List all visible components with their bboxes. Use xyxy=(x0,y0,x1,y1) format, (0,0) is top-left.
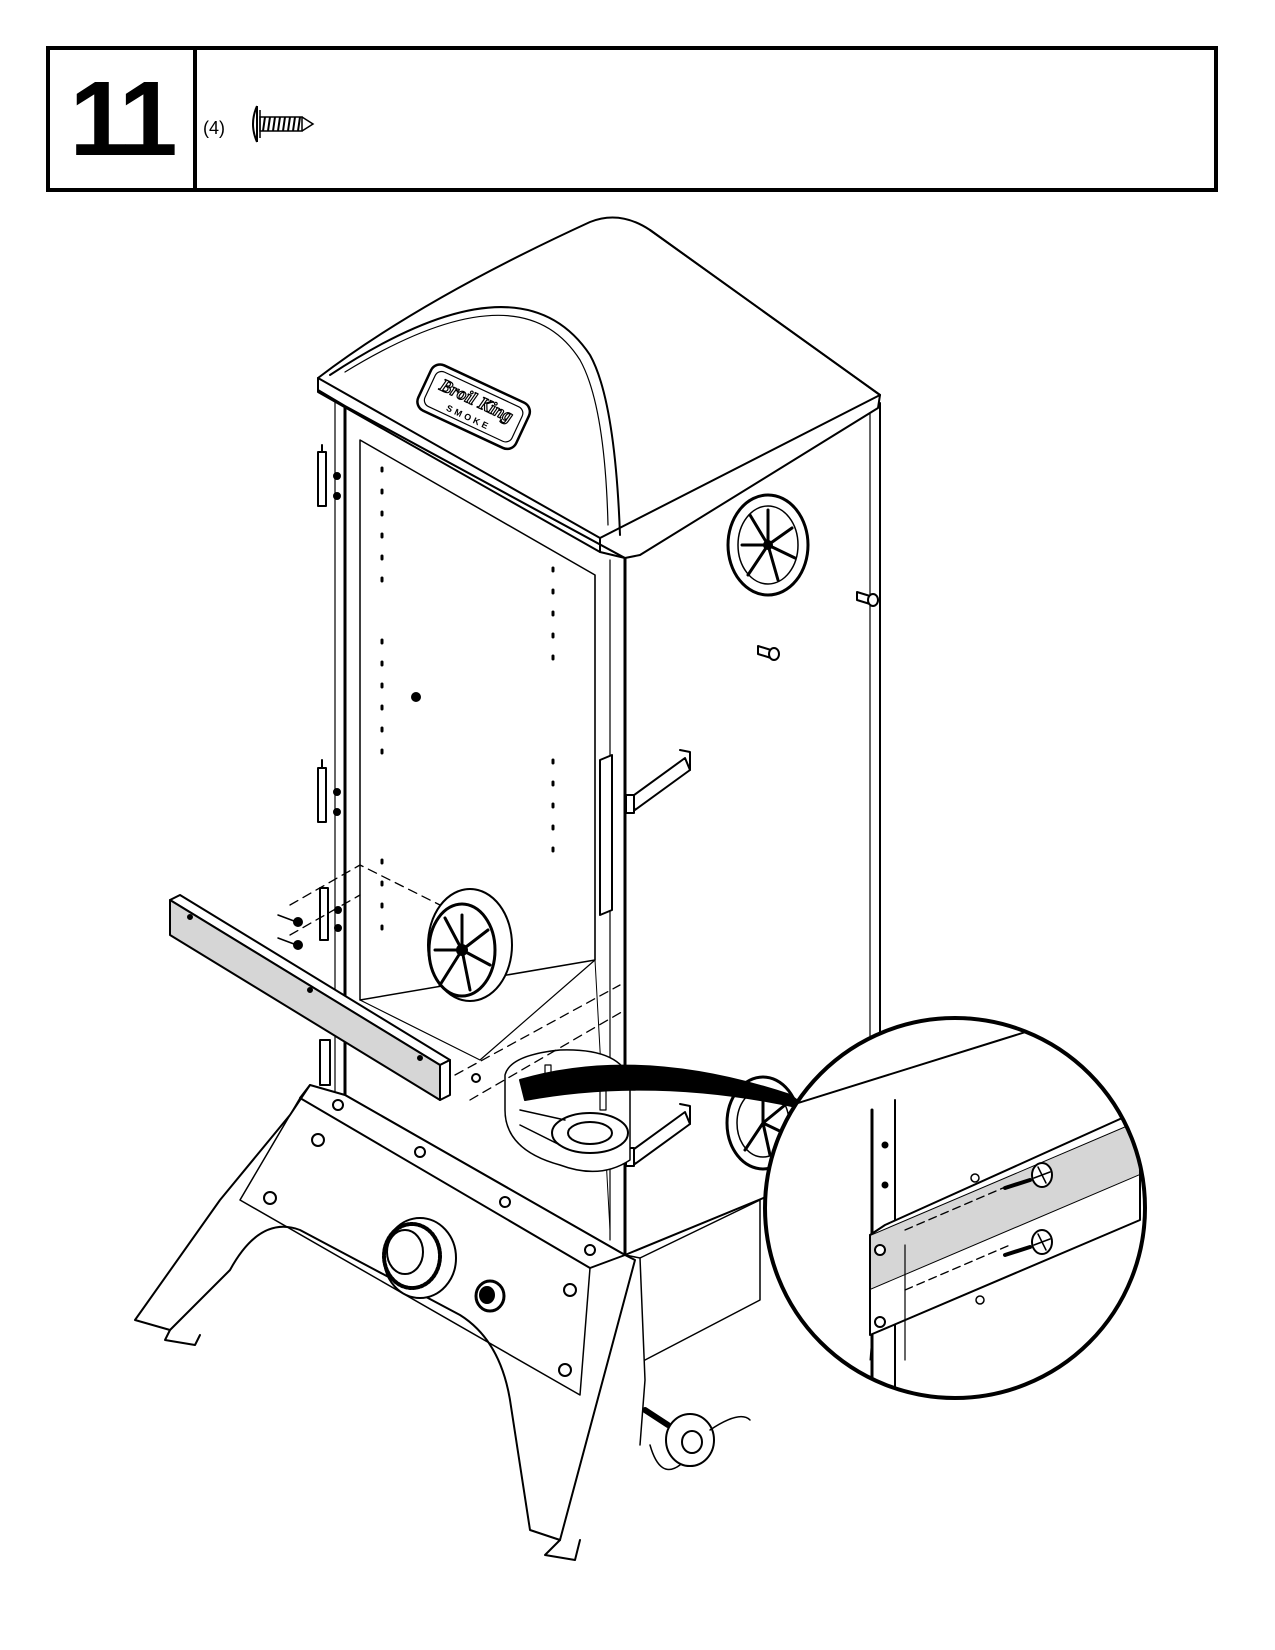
interior-bottom-vent xyxy=(427,888,513,1002)
smoker-lid xyxy=(317,216,881,559)
step-number-box: 11 xyxy=(50,50,197,188)
magnified-detail-view xyxy=(763,1016,1147,1400)
magnified-screw xyxy=(1003,1229,1053,1257)
upper-side-vent xyxy=(726,493,810,597)
screw-alignment-guides xyxy=(289,864,626,1101)
smoker-base xyxy=(134,1084,761,1561)
door-hinge xyxy=(319,1039,331,1086)
step-number: 11 xyxy=(69,60,177,178)
part-quantity: (4) xyxy=(203,118,225,138)
floor-screw-hole xyxy=(471,1073,481,1083)
self-tapping-screw-icon xyxy=(252,105,315,143)
interior-screw-hole xyxy=(411,692,421,702)
panel-stud xyxy=(856,591,879,607)
panel-stud xyxy=(757,645,780,661)
parts-list: (4) xyxy=(197,50,1214,188)
door-hinge xyxy=(317,759,341,823)
assembly-diagram: Broil King SMOKE xyxy=(134,216,1147,1561)
step-header: 11 (4) xyxy=(46,46,1218,192)
igniter-button xyxy=(474,1279,506,1313)
magnified-screw xyxy=(1003,1162,1053,1190)
burner-control-knob xyxy=(382,1217,457,1299)
door-hinge xyxy=(317,444,341,507)
support-bracket xyxy=(169,894,451,1101)
gas-regulator xyxy=(642,1407,751,1471)
mounting-screw xyxy=(277,914,303,927)
door-stop-rail xyxy=(599,754,613,916)
mounting-screw xyxy=(277,937,303,950)
door-hinge xyxy=(319,887,342,941)
interior-rail-slots xyxy=(380,466,555,931)
